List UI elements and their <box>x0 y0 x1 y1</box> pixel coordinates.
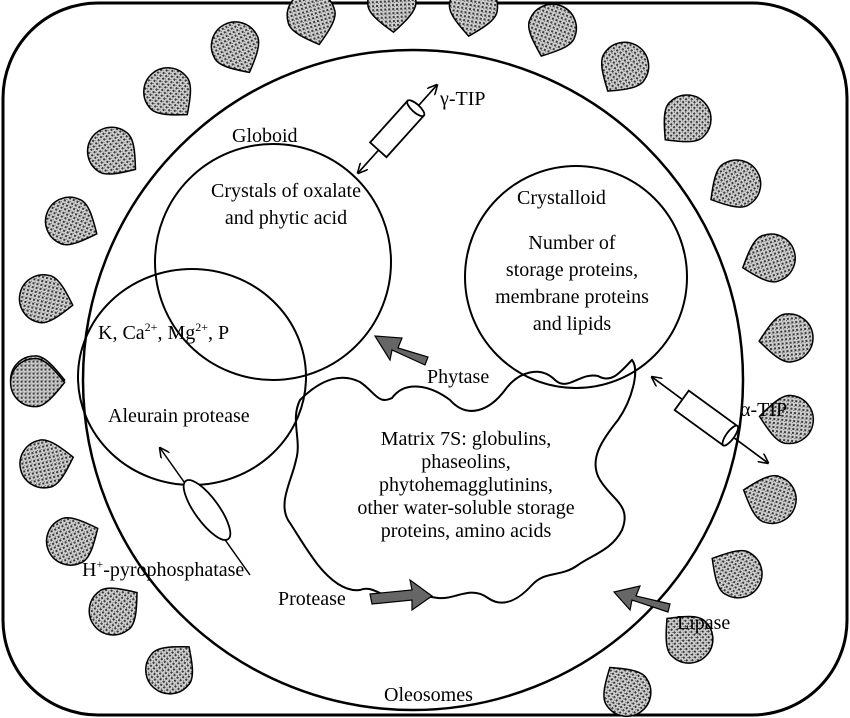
oleosome <box>665 615 714 664</box>
phytase-label: Phytase <box>427 366 490 388</box>
globoid-circle <box>154 143 392 381</box>
oleosome <box>18 274 74 324</box>
oleosome <box>528 3 578 57</box>
crystalloid-title: Crystalloid <box>517 187 606 209</box>
oleosome <box>86 126 137 175</box>
globoid-line: and phytic acid <box>224 207 348 229</box>
crystalloid-line: Number of <box>528 232 616 254</box>
pyrophosphatase-label: H+-pyrophosphatase <box>82 557 245 581</box>
lipase-arrow <box>612 585 671 613</box>
crystalloid-line: and lipids <box>532 313 612 335</box>
oleosomes-label: Oleosomes <box>384 684 473 706</box>
oleosome <box>741 233 796 283</box>
pyrophosphatase-channel <box>160 448 251 576</box>
matrix-line: phaseolins, <box>421 451 511 473</box>
gamma-tip-label: γ-TIP <box>440 88 486 110</box>
globoid-content: Crystals of oxalate and phytic acid <box>211 180 361 229</box>
matrix-line: proteins, amino acids <box>380 520 552 542</box>
oleosome <box>663 94 712 143</box>
oleosome <box>88 587 138 636</box>
crystalloid-line: membrane proteins <box>495 286 649 308</box>
crystalloid-content: Number of storage proteins, membrane pro… <box>495 232 649 335</box>
matrix-line: other water-soluble storage <box>357 497 575 519</box>
oleosome <box>19 439 75 489</box>
oleosome <box>742 474 797 525</box>
oleosome <box>710 159 762 208</box>
oleosome <box>758 313 814 363</box>
oleosome <box>143 67 192 116</box>
protease-label: Protease <box>278 588 346 610</box>
vacuole-membrane <box>81 48 745 712</box>
oleosome <box>600 41 650 92</box>
crystalloid-circle <box>464 165 688 389</box>
alpha-tip-channel <box>652 377 768 463</box>
globoid-line: Crystals of oxalate <box>211 180 361 202</box>
aleurain-protease-label: Aleurain protease <box>108 405 250 427</box>
gamma-tip-channel <box>358 85 437 173</box>
oleosome-group <box>9 0 815 718</box>
matrix-line: phytohemagglutinins, <box>379 474 553 496</box>
crystalloid-line: storage proteins, <box>505 259 639 281</box>
ions-label: K, Ca2+, Mg2+, P <box>98 320 230 344</box>
oleosome <box>758 394 815 445</box>
matrix-boundary <box>283 358 637 604</box>
oleosome <box>286 0 336 46</box>
phytase-arrow <box>373 335 429 366</box>
alpha-tip-label: α-TIP <box>740 399 788 421</box>
oleosome <box>711 549 763 599</box>
oleosome <box>145 646 194 695</box>
matrix-line: Matrix 7S: globulins, <box>380 428 552 450</box>
matrix-content: Matrix 7S: globulins, phaseolins, phytoh… <box>357 428 574 543</box>
oleosome <box>367 0 417 34</box>
oleosome <box>448 0 499 38</box>
oleosome <box>9 357 66 408</box>
oleosome <box>44 196 98 246</box>
lipase-label: Lipase <box>677 612 731 634</box>
oleosome <box>210 21 260 74</box>
globoid-title: Globoid <box>232 125 298 147</box>
protease-arrow <box>369 578 434 612</box>
oleosome <box>45 516 99 566</box>
oleosome <box>603 666 652 718</box>
